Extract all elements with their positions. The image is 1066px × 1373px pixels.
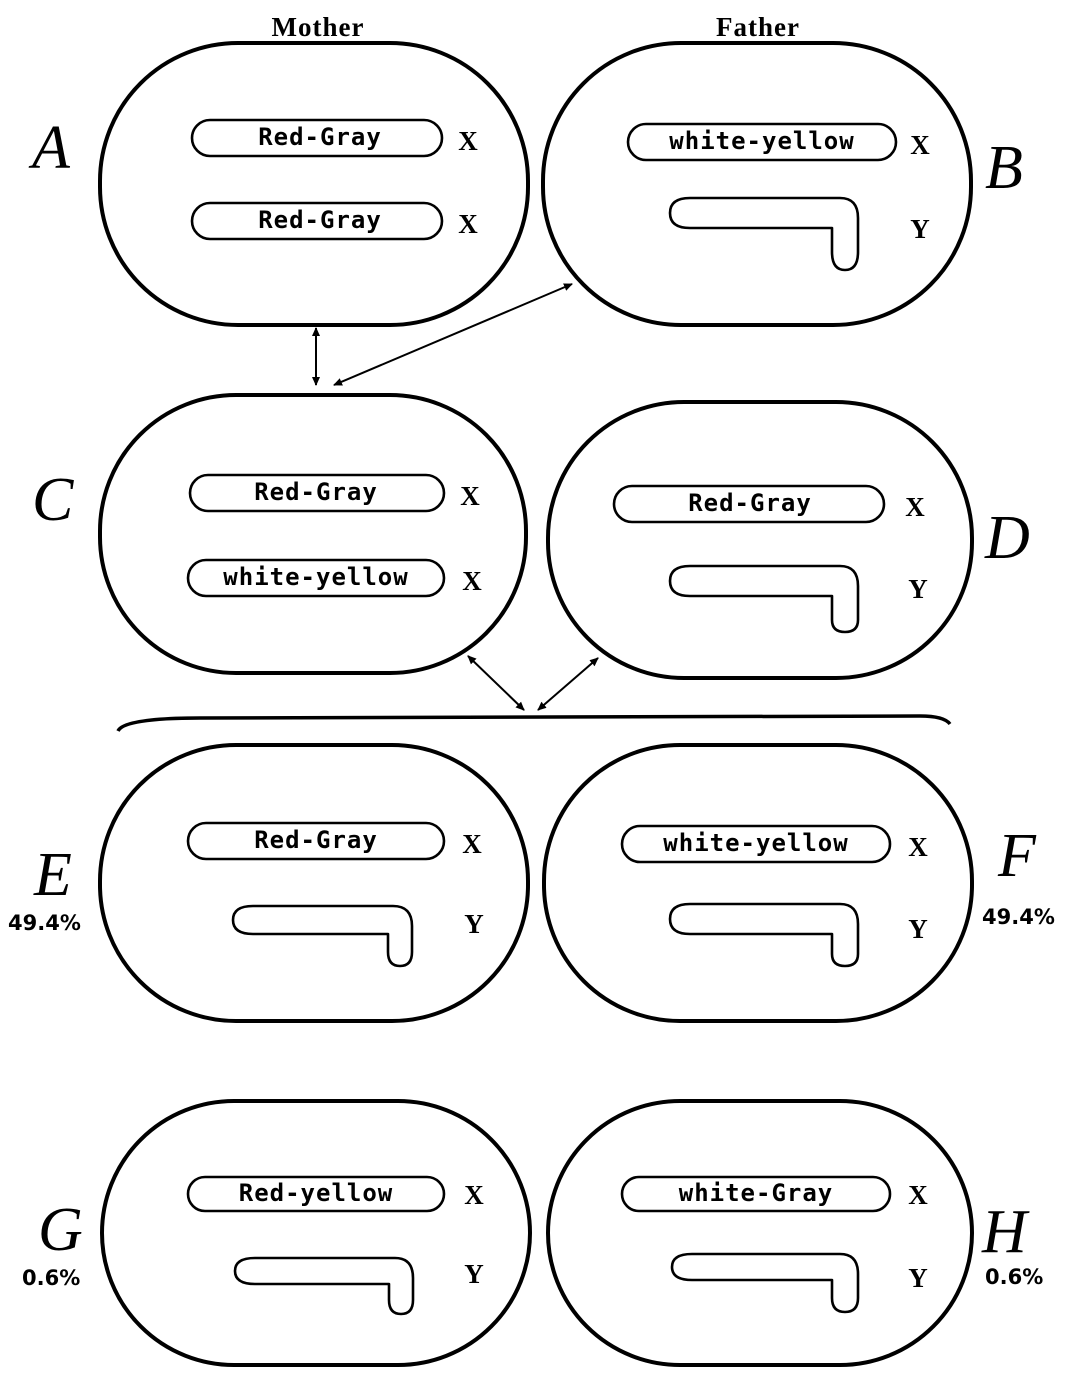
cell-h-y-type: Y: [908, 1263, 928, 1293]
cell-h-letter: H: [981, 1198, 1030, 1266]
cell-c-x2-type: X: [462, 566, 482, 596]
cell-c-x-chromosome-1: [188, 473, 446, 513]
cell-f-outline: [542, 743, 974, 1023]
cell-e-x-label: Red-Gray: [254, 826, 378, 854]
cell-f-y-chromosome: [668, 902, 860, 968]
cell-a-outline: [98, 41, 530, 327]
generation-divider: [116, 714, 952, 733]
cell-h-x-chromosome: [620, 1175, 892, 1213]
cell-b-y-chromosome: [668, 196, 860, 272]
cell-b: white-yellow X Y B: [541, 41, 1023, 327]
cell-b-x-type: X: [910, 130, 930, 160]
cell-f: white-yellow X Y F 49.4%: [542, 743, 1055, 1023]
cell-e-x-type: X: [462, 829, 482, 859]
cell-h-x-type: X: [908, 1180, 928, 1210]
cell-g-x-chromosome: [186, 1175, 446, 1213]
cell-d: Red-Gray X Y D: [546, 400, 1030, 680]
cell-a: Red-Gray X Red-Gray X A: [28, 41, 530, 327]
cell-g-x-type: X: [464, 1180, 484, 1210]
cell-d-y-chromosome: [668, 564, 860, 634]
cell-d-x-label: Red-Gray: [688, 489, 812, 517]
cell-g-percent: 0.6%: [22, 1266, 80, 1290]
cell-a-x2-label: Red-Gray: [258, 206, 382, 234]
cell-e-y-type: Y: [464, 909, 484, 939]
cell-c-x-chromosome-2: [186, 558, 446, 598]
cell-c-outline: [98, 393, 528, 675]
cell-a-x1-type: X: [458, 126, 478, 156]
cell-d-x-chromosome: [612, 484, 886, 524]
cell-f-percent: 49.4%: [982, 905, 1055, 929]
cell-g-y-type: Y: [464, 1259, 484, 1289]
cell-g-letter: G: [38, 1196, 83, 1264]
cell-a-letter: A: [28, 114, 71, 182]
father-header: Father: [716, 12, 800, 42]
cell-c-x1-type: X: [460, 481, 480, 511]
arrow-b-c: [333, 283, 573, 386]
cell-f-x-type: X: [908, 832, 928, 862]
cell-f-y-type: Y: [908, 914, 928, 944]
arrow-d-offspring: [537, 657, 599, 711]
cell-h-x-label: white-Gray: [679, 1179, 834, 1207]
cell-f-x-label: white-yellow: [663, 829, 848, 857]
cell-h-outline: [546, 1099, 974, 1367]
mother-header: Mother: [272, 12, 365, 42]
cell-g-x-label: Red-yellow: [239, 1179, 394, 1207]
cell-e: Red-Gray X Y E 49.4%: [8, 743, 530, 1023]
cell-h-y-chromosome: [670, 1252, 860, 1314]
cell-b-x-label: white-yellow: [669, 127, 854, 155]
cell-a-x-chromosome-1: [190, 118, 444, 158]
cell-g: Red-yellow X Y G 0.6%: [22, 1099, 532, 1367]
cell-f-letter: F: [997, 822, 1037, 890]
cell-c-x1-label: Red-Gray: [254, 478, 378, 506]
cell-h-percent: 0.6%: [985, 1265, 1043, 1289]
cell-a-x2-type: X: [458, 209, 478, 239]
cell-g-outline: [100, 1099, 532, 1367]
cell-a-x1-label: Red-Gray: [258, 123, 382, 151]
cell-b-x-chromosome: [626, 122, 898, 162]
cell-b-y-type: Y: [910, 214, 930, 244]
cell-g-y-chromosome: [233, 1256, 415, 1316]
cell-e-percent: 49.4%: [8, 911, 81, 935]
cell-h: white-Gray X Y H 0.6%: [546, 1099, 1043, 1367]
cell-e-letter: E: [33, 841, 72, 909]
cell-d-letter: D: [984, 504, 1030, 572]
cell-f-x-chromosome: [620, 824, 892, 864]
cell-d-outline: [546, 400, 974, 680]
cell-c-letter: C: [32, 466, 74, 534]
cell-e-x-chromosome: [186, 821, 446, 861]
cell-d-x-type: X: [905, 492, 925, 522]
cell-a-x-chromosome-2: [190, 201, 444, 241]
cell-c-x2-label: white-yellow: [223, 563, 408, 591]
cell-b-letter: B: [985, 134, 1023, 202]
cell-b-outline: [541, 41, 973, 327]
cell-e-outline: [98, 743, 530, 1023]
cell-d-y-type: Y: [908, 574, 928, 604]
cell-c: Red-Gray X white-yellow X C: [32, 393, 528, 675]
arrow-c-offspring: [467, 655, 525, 711]
cell-e-y-chromosome: [231, 904, 414, 968]
